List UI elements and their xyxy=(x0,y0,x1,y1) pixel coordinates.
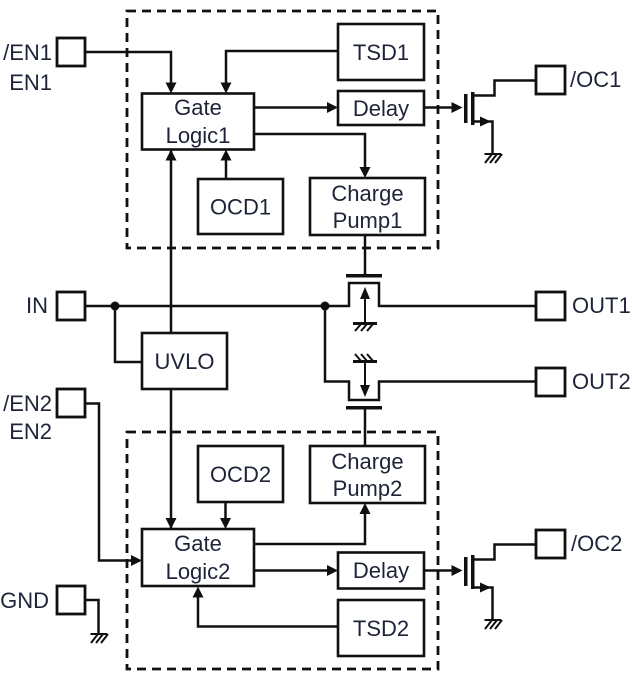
pin-en2-label-2: EN2 xyxy=(9,419,52,444)
uvlo-block xyxy=(140,331,229,391)
gate-logic2-label-1: Gate xyxy=(174,531,222,556)
charge-pump2-block xyxy=(308,444,427,505)
ocd2-label: OCD2 xyxy=(210,462,271,487)
delay2-block xyxy=(336,551,426,590)
wire-gate-logic1-to-charge-pump1 xyxy=(254,132,367,169)
pin-out1-label: OUT1 xyxy=(572,293,631,318)
pin-oc1 xyxy=(534,64,567,96)
tsd1-block xyxy=(336,22,426,82)
wires xyxy=(85,49,536,634)
gate-logic1-label-1: Gate xyxy=(174,95,222,120)
fet2-substrate-icon xyxy=(353,353,377,363)
oc2-fet-source-arrowhead xyxy=(480,582,491,593)
gate-logic1-label-2: Logic1 xyxy=(166,123,231,148)
gnd-ground-icon xyxy=(90,633,109,644)
oc2-fet xyxy=(464,543,536,630)
delay2-label: Delay xyxy=(353,558,409,583)
ocd1-block xyxy=(196,177,285,236)
pin-en1 xyxy=(55,36,87,68)
pin-en2 xyxy=(55,387,87,419)
charge-pump2-label-1: Charge xyxy=(331,449,403,474)
wire-tsd2-to-gate-logic2 xyxy=(196,597,338,628)
arrowhead xyxy=(451,102,463,113)
arrowhead xyxy=(220,82,232,94)
oc1-ground-icon xyxy=(484,153,503,164)
channel1-dashed-box xyxy=(125,9,440,250)
wire-in-rail-to-out1 xyxy=(85,281,536,308)
junction-dot xyxy=(320,301,330,311)
oc1-fet-source-arrowhead xyxy=(480,116,491,127)
wire-gate-logic2-to-charge-pump2 xyxy=(254,514,367,546)
charge-pump1-block xyxy=(308,176,427,237)
gate-logic2-label-2: Logic2 xyxy=(166,559,231,584)
oc1-fet xyxy=(464,79,536,164)
arrowhead xyxy=(165,82,177,94)
pin-gnd-label: GND xyxy=(0,588,49,613)
tsd2-label: TSD2 xyxy=(353,616,409,641)
oc2-fet-source-wire xyxy=(474,586,494,620)
oc1-fet-source-wire xyxy=(474,120,494,154)
wire-en1-to-gate-logic1 xyxy=(85,50,173,84)
arrowhead xyxy=(359,503,371,514)
arrowhead xyxy=(451,565,463,576)
wire-tsd1-to-gate-logic1 xyxy=(224,49,338,84)
ocd1-label: OCD1 xyxy=(210,195,271,220)
junction-dot xyxy=(110,301,120,311)
pin-out2 xyxy=(534,366,567,398)
pin-oc2 xyxy=(534,528,567,560)
pin-out2-label: OUT2 xyxy=(572,369,631,394)
arrowhead xyxy=(220,518,231,529)
pin-en2-label-1: /EN2 xyxy=(3,391,52,416)
uvlo-label: UVLO xyxy=(155,349,215,374)
arrowhead xyxy=(220,149,232,161)
arrowhead xyxy=(192,586,204,598)
delay1-label: Delay xyxy=(353,96,409,121)
arrowheads xyxy=(131,82,463,598)
pin-in xyxy=(55,290,87,322)
arrowhead xyxy=(359,167,371,178)
arrowhead xyxy=(327,565,338,576)
fet2-body-arrowhead xyxy=(360,385,370,397)
pin-out1 xyxy=(534,290,567,322)
arrowhead xyxy=(165,518,177,529)
pin-en1-label-2: EN1 xyxy=(9,70,52,95)
oc1-fet-drain-wire xyxy=(474,79,536,97)
pin-in-label: IN xyxy=(26,293,48,318)
oc2-fet-drain-wire xyxy=(474,543,536,561)
wire-gnd-to-ground xyxy=(85,598,100,634)
oc2-ground-icon xyxy=(484,619,503,630)
tsd1-label: TSD1 xyxy=(353,40,409,65)
out1-fet xyxy=(346,274,382,332)
gate-logic2-block xyxy=(140,527,256,588)
out2-fet xyxy=(346,353,382,410)
arrowhead xyxy=(131,555,142,566)
gate-logic1-block xyxy=(140,92,256,151)
fet1-substrate-icon xyxy=(353,322,377,332)
charge-pump1-label-1: Charge xyxy=(331,181,403,206)
pin-oc2-label: /OC2 xyxy=(571,531,622,556)
wire-branch-to-out2 xyxy=(323,306,536,402)
pin-oc1-label: /OC1 xyxy=(570,67,621,92)
charge-pump1-label-2: Pump1 xyxy=(333,208,403,233)
arrowhead xyxy=(327,102,338,113)
ocd2-block xyxy=(196,444,285,504)
charge-pump2-label-2: Pump2 xyxy=(333,476,403,501)
wire-en2-to-gate-logic2 xyxy=(85,402,133,562)
channel2-dashed-box xyxy=(125,430,440,671)
pin-en1-label-1: /EN1 xyxy=(3,40,52,65)
delay1-block xyxy=(336,89,426,127)
wire-in-to-uvlo xyxy=(113,306,142,364)
fet1-body-arrowhead xyxy=(360,287,370,299)
arrowhead xyxy=(165,149,177,161)
pin-gnd xyxy=(55,584,87,616)
tsd2-block xyxy=(336,598,426,658)
